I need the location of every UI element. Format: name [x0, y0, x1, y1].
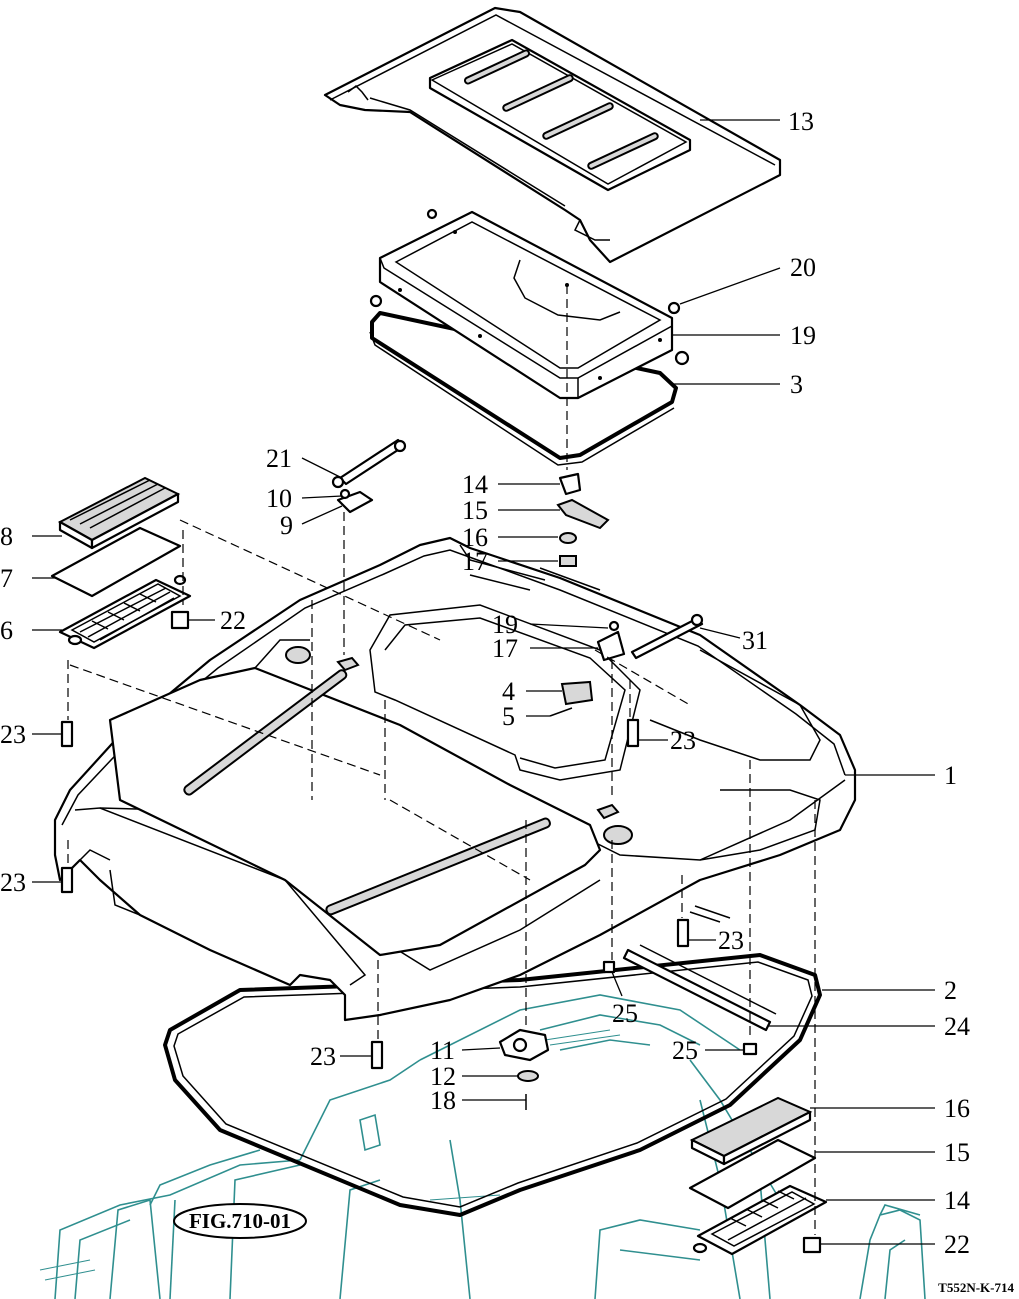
part-7-filter-pad-left [50, 526, 182, 598]
part-14-15-16-17-latch [556, 472, 610, 567]
part-2-roof-seal [163, 953, 822, 1217]
fasteners [60, 610, 822, 1254]
label-22: 22 [944, 1230, 970, 1259]
label-20: 20 [790, 253, 816, 282]
label-23: 23 [718, 926, 744, 955]
label-1: 1 [944, 761, 957, 790]
part-20-rivets [369, 208, 690, 366]
part-11-12-18-fitting [498, 1028, 550, 1110]
label-21: 21 [266, 444, 292, 473]
label-8: 8 [0, 522, 13, 551]
label-12: 12 [430, 1062, 456, 1091]
label-4: 4 [502, 677, 515, 706]
label-23: 23 [0, 868, 26, 897]
label-16: 16 [462, 523, 488, 552]
part-8-filter-element-left [57, 476, 181, 550]
label-19: 19 [492, 610, 518, 639]
label-11: 11 [430, 1036, 455, 1065]
part-19-frame-box [378, 210, 674, 400]
label-7: 7 [0, 564, 13, 593]
label-15: 15 [944, 1138, 970, 1167]
part-1-roof-shell [53, 536, 857, 1022]
figure-reference-text: FIG.710-01 [189, 1209, 291, 1233]
drawing-code: T552N-K-714 [938, 1280, 1014, 1295]
label-13: 13 [788, 107, 814, 136]
label-25: 25 [612, 999, 638, 1028]
part-number-labels: 13 20 19 3 21 10 9 14 15 16 17 8 7 6 22 … [0, 107, 970, 1259]
label-23: 23 [0, 720, 26, 749]
part-17-19-31-hinge [596, 613, 704, 662]
label-19: 19 [790, 321, 816, 350]
label-17: 17 [462, 547, 488, 576]
label-23: 23 [670, 726, 696, 755]
label-17: 17 [492, 634, 518, 663]
label-9: 9 [280, 511, 293, 540]
label-5: 5 [502, 702, 515, 731]
label-15: 15 [462, 496, 488, 525]
label-23: 23 [310, 1042, 336, 1071]
label-14: 14 [462, 470, 488, 499]
leader-lines [32, 119, 935, 1245]
label-18: 18 [430, 1086, 456, 1115]
label-10: 10 [266, 484, 292, 513]
label-31: 31 [742, 626, 768, 655]
part-21-gas-strut [331, 438, 407, 489]
label-16: 16 [944, 1094, 970, 1123]
assembly-guide-lines [67, 285, 816, 1235]
part-14-filter-grille-right [692, 1184, 828, 1256]
figure-reference[interactable]: FIG.710-01 [173, 1203, 307, 1239]
label-2: 2 [944, 976, 957, 1005]
part-24-rail [622, 944, 777, 1032]
label-6: 6 [0, 616, 13, 645]
label-3: 3 [790, 370, 803, 399]
part-13-top-cover [323, 6, 782, 264]
label-22: 22 [220, 606, 246, 635]
part-9-10-bracket [336, 488, 374, 514]
label-25: 25 [672, 1036, 698, 1065]
part-4-5-clip [549, 680, 594, 717]
label-14: 14 [944, 1186, 970, 1215]
label-24: 24 [944, 1012, 970, 1041]
part-16-filter-element-right [689, 1096, 813, 1166]
